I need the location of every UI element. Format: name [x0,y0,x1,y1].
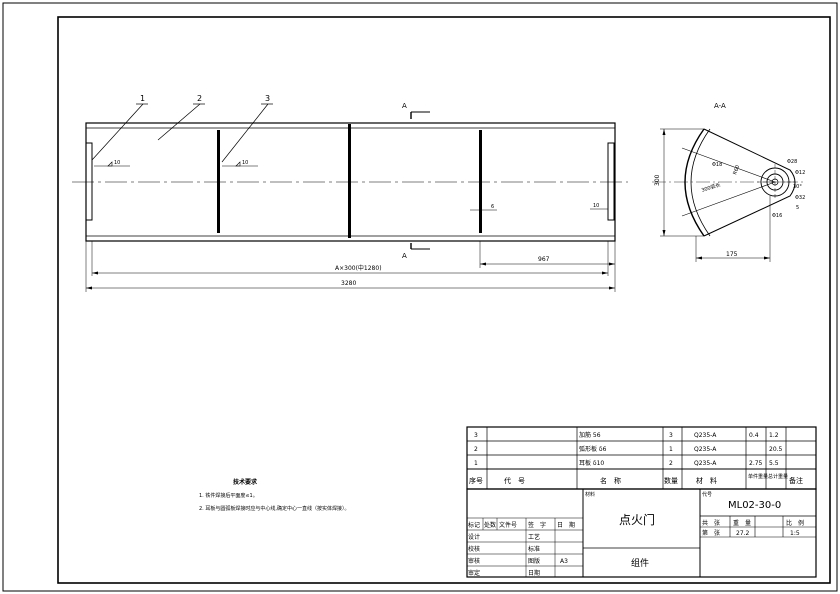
role-design: 设计 [468,533,480,541]
sheet-size: A3 [560,558,568,565]
left-lug [85,142,93,221]
tb-material-label: 材料 [585,491,595,498]
rib-2 [348,124,351,238]
section-title: A-A [714,102,726,110]
bom-cell-qty: 2 [669,460,673,467]
bom-cell-unit: 0.4 [749,432,759,439]
dim-end: 10 [593,203,599,209]
bom-h-no: 序号 [469,476,483,485]
balloon-1: 1 [140,94,145,103]
bom-h-name: 名 称 [600,476,621,485]
inner-frame [57,16,831,584]
meta-scale-label: 比 例 [786,519,804,527]
bom-table [466,426,817,490]
technical-notes: 技术要求 1. 铁件焊接后平面度≤1。 2. 耳板与圆弧板焊接时应与中心线,确定… [199,478,349,512]
bom-cell-total: 1.2 [769,432,779,439]
bom-cell-no: 2 [474,446,478,453]
bom-h-unit: 单件重量 [748,473,768,480]
drawing-subtitle: 组件 [631,557,649,569]
dim-sec-d2: Φ28 [787,159,797,165]
rev-count: 处数 [484,521,496,529]
dim-sec-d3: Φ32 [795,195,805,201]
right-lug [607,142,615,221]
weld-mark-3: 10 [242,160,248,166]
dim-sec-angle: 30° [793,184,802,190]
rev-doc: 文件号 [499,521,517,529]
bom-h-remark: 备注 [789,476,803,485]
bom-cell-name: 加筋 56 [579,431,601,439]
bom-h-material: 材 料 [696,476,717,485]
dim-total: 3280 [341,280,356,287]
bom-cell-qty: 1 [669,446,673,453]
meta-sheet: 第 张 [702,529,720,537]
rev-date: 日 期 [557,521,575,529]
meta-total: 共 张 [702,519,720,527]
dim-sec-arc: 300弧长 [700,181,721,194]
rib-1 [217,130,220,233]
section-view: A-A 300 175 300弧长 R60 Φ18 Φ28 30° Φ32 Φ1… [652,102,805,262]
bom-h-qty: 数量 [664,476,678,485]
role-check: 校核 [468,545,480,553]
title-block-lines [466,488,817,578]
balloon-2: 2 [197,94,202,103]
dim-sec-d4: Φ16 [772,213,782,219]
section-mark-bottom: A [402,252,407,260]
dim-sec-height: 300 [654,174,661,186]
role-standard: 标准 [528,545,540,553]
dim-sec-radius: R60 [732,164,741,175]
meta-weight: 27.2 [736,530,750,537]
rib-3 [479,130,482,233]
bom-cell-no: 3 [474,432,478,439]
note-2: 2. 耳板与圆弧板焊接时应与中心线,确定中心一直线（按实体焊接）。 [199,505,349,512]
bom-h-code: 代 号 [504,476,525,485]
balloon-3: 3 [265,94,270,103]
bom-cell-total: 5.5 [769,460,779,467]
main-view: 1 2 3 10 10 A A 6 10 967 [72,94,628,292]
meta-scale: 1:5 [790,530,800,537]
dim-sec-width: 175 [726,251,738,258]
section-mark-top: A [402,102,407,110]
bom-cell-total: 20.5 [769,446,783,453]
dim-right-part: 967 [538,256,550,263]
bom-cell-qty: 3 [669,432,673,439]
arc-plate [684,128,705,237]
role-plate: 图版 [528,557,540,565]
dim-sec-h2: 5 [796,205,799,211]
bom-cell-unit: 2.75 [749,460,763,467]
dim-sec-d1: Φ18 [712,162,722,168]
bom-cell-material: Q235-A [694,446,717,453]
bom-cell-material: Q235-A [694,460,717,467]
meta-weight-label: 重 量 [733,519,751,527]
role-date: 日期 [528,569,540,577]
dim-long: A×300(中1280) [335,264,382,272]
bom-h-total: 总计重量 [768,473,788,480]
role-approve: 审定 [468,569,480,577]
dim-sec-h1: Φ12 [795,170,805,176]
bom-cell-name: 弧形板 δ6 [579,445,607,453]
bom-cell-no: 1 [474,460,478,467]
drawing-number: ML02-30-0 [728,500,781,511]
tb-code-label: 代号 [702,491,712,498]
rev-sign: 签 字 [528,521,546,529]
note-1: 1. 铁件焊接后平面度≤1。 [199,492,258,499]
gusset-outline [703,128,796,237]
bom-cell-name: 耳板 δ10 [579,459,604,467]
weld-mark-1: 10 [114,160,120,166]
bom-header: 序号 代 号 名 称 数量 材 料 单件重量 总计重量 备注 [469,473,803,485]
role-process: 工艺 [528,533,540,541]
bom-cell-material: Q235-A [694,432,717,439]
notes-title: 技术要求 [233,478,258,486]
rev-mark: 标记 [468,521,480,529]
dim-gap: 6 [491,204,494,210]
title-block: 材料 代号 点火门 组件 ML02-30-0 标记 处数 文件号 签 字 日 期… [468,491,804,577]
role-review: 审核 [468,557,480,565]
drawing-title: 点火门 [619,512,655,527]
